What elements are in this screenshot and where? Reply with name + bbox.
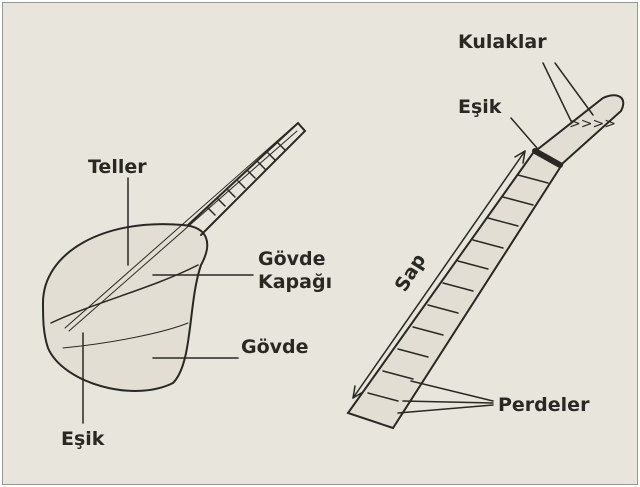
label-govde-kapagi-1: Gövde [258,248,326,270]
label-govde-kapagi-2: Kapağı [258,271,332,293]
label-perdeler: Perdeler [498,394,590,416]
baglama-diagram: >>>> Teller Gövde Kapağı Gövde Eşik Kula… [41,31,625,450]
neck-frets [207,142,286,216]
neck-closeup [346,94,625,430]
nut-mark [532,148,563,168]
label-kulaklar: Kulaklar [458,31,547,53]
neck-frets-closeup [367,174,549,402]
label-teller: Teller [88,156,147,178]
instrument-neck [187,121,307,236]
label-esik-right: Eşik [458,96,502,118]
neck-length-arrow [352,150,526,399]
label-govde: Gövde [241,336,309,358]
peg-marks: >>>> [569,116,616,132]
label-esik-left: Eşik [61,428,105,450]
label-sap: Sap [391,250,431,296]
instrument-body [41,223,209,392]
